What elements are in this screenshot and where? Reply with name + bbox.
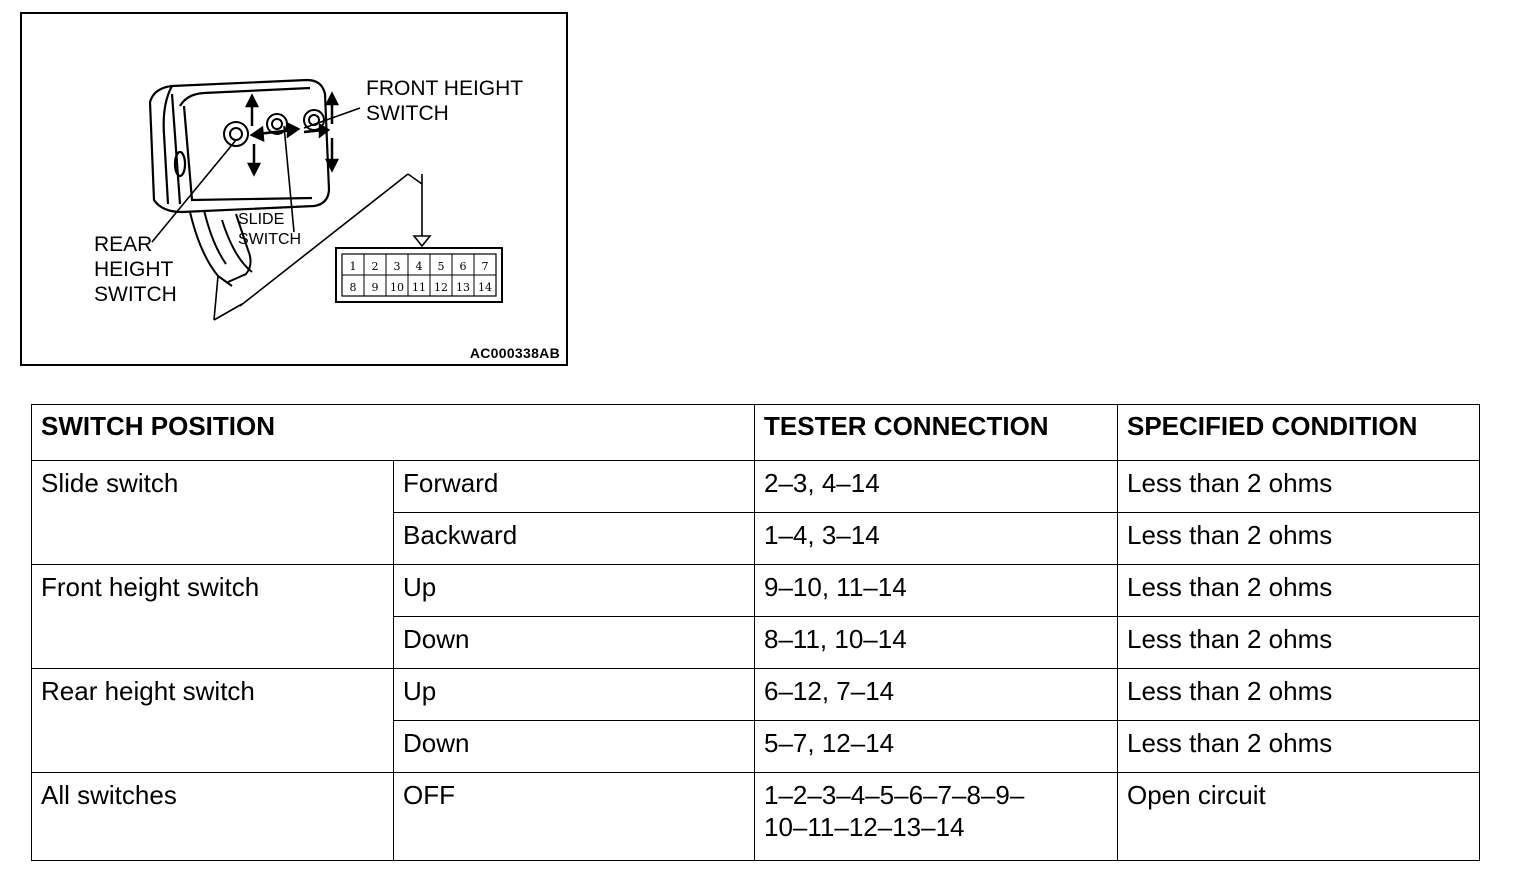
harness (189, 209, 253, 287)
table-row: Slide switch Forward 2–3, 4–14 Less than… (31, 460, 1480, 565)
position-cell: Down (393, 720, 755, 773)
table-row: Down 8–11, 10–14 Less than 2 ohms (32, 616, 1480, 669)
switch-knobs (223, 109, 325, 147)
figure-id: AC000338AB (469, 345, 560, 361)
table-header-row: SWITCH POSITION TESTER CONNECTION SPECIF… (31, 404, 1480, 461)
connector-diagram: 1 2 3 4 5 6 7 8 9 10 11 12 13 14 (335, 247, 503, 303)
position-cell: Down (393, 616, 755, 669)
table-row: Front height switch Up 9–10, 11–14 Less … (31, 564, 1480, 669)
direction-arrows (244, 91, 340, 177)
pin-label: 13 (456, 281, 470, 294)
condition-cell: Less than 2 ohms (1117, 616, 1480, 669)
position-cell: Forward (393, 460, 755, 513)
switch-name-cell: Slide switch (31, 460, 394, 565)
position-cell: Backward (393, 512, 755, 565)
position-cell: Up (393, 564, 755, 617)
pin-label: 4 (416, 260, 423, 273)
connection-cell: 9–10, 11–14 (754, 564, 1118, 617)
switch-drawing: 1 2 3 4 5 6 7 8 9 10 11 12 13 14 (148, 78, 503, 321)
pin-label: 9 (372, 281, 379, 294)
table-row: Down 5–7, 12–14 Less than 2 ohms (32, 720, 1480, 773)
condition-cell: Less than 2 ohms (1117, 564, 1480, 617)
switch-continuity-table: SWITCH POSITION TESTER CONNECTION SPECIF… (31, 404, 1480, 861)
position-cell: Up (393, 668, 755, 721)
pin-label: 6 (460, 260, 467, 273)
switch-name-cell: Front height switch (31, 564, 394, 669)
table-row: Rear height switch Up 6–12, 7–14 Less th… (31, 668, 1480, 773)
table-row: All switches OFF 1–2–3–4–5–6–7–8–9– 10–1… (31, 772, 1480, 861)
condition-cell: Less than 2 ohms (1117, 668, 1480, 721)
position-cell: OFF (393, 772, 755, 861)
switch-name-cell: All switches (31, 772, 394, 861)
condition-cell: Less than 2 ohms (1117, 720, 1480, 773)
pin-label: 8 (350, 281, 357, 294)
front-height-switch-callout: FRONT HEIGHT SWITCH (366, 77, 524, 125)
switch-illustration: 1 2 3 4 5 6 7 8 9 10 11 12 13 14 FRONT H… (20, 12, 568, 366)
pin-label: 12 (434, 281, 448, 294)
connection-cell: 5–7, 12–14 (754, 720, 1118, 773)
leader-lines (151, 107, 423, 321)
pin-label: 1 (350, 260, 357, 273)
pin-label: 11 (412, 281, 426, 294)
connection-cell: 1–4, 3–14 (754, 512, 1118, 565)
header-switch-position: SWITCH POSITION (31, 404, 755, 461)
pin-label: 10 (390, 281, 404, 294)
condition-cell: Less than 2 ohms (1117, 512, 1480, 565)
pin-label: 5 (438, 260, 445, 273)
header-specified-condition: SPECIFIED CONDITION (1117, 404, 1480, 461)
pin-label: 7 (482, 260, 489, 273)
condition-cell: Less than 2 ohms (1117, 460, 1480, 513)
slide-switch-callout: SLIDE SWITCH (238, 211, 302, 248)
connection-cell: 8–11, 10–14 (754, 616, 1118, 669)
connector-grid (342, 254, 496, 296)
pin-label: 14 (478, 281, 492, 294)
header-tester-connection: TESTER CONNECTION (754, 404, 1118, 461)
connector-pointer (412, 235, 432, 248)
condition-cell: Open circuit (1117, 772, 1480, 861)
switch-housing (148, 78, 331, 214)
pin-label: 3 (394, 260, 401, 273)
connection-cell: 2–3, 4–14 (754, 460, 1118, 513)
connection-cell: 6–12, 7–14 (754, 668, 1118, 721)
switch-name-cell: Rear height switch (31, 668, 394, 773)
table-row: Backward 1–4, 3–14 Less than 2 ohms (32, 512, 1480, 565)
pin-label: 2 (372, 260, 379, 273)
rear-height-switch-callout: REAR HEIGHT SWITCH (94, 233, 177, 306)
connection-cell: 1–2–3–4–5–6–7–8–9– 10–11–12–13–14 (754, 772, 1118, 861)
